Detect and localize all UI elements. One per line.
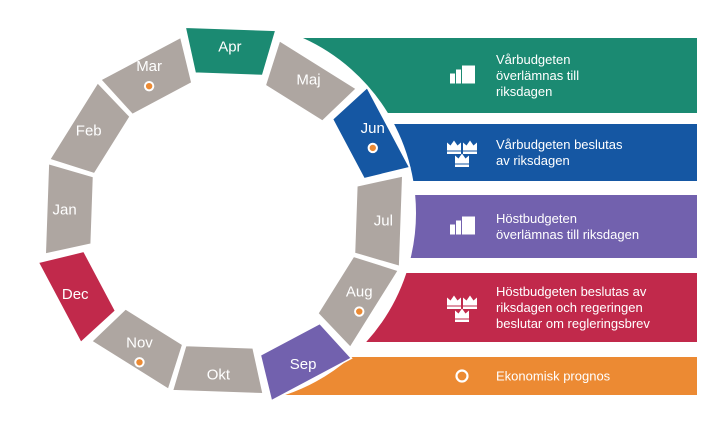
legend-text: av riksdagen: [496, 153, 570, 168]
crown-icon: [463, 295, 477, 309]
legend-text: Vårbudgeten beslutas: [496, 137, 623, 152]
crown-icon: [447, 295, 461, 309]
month-label: Feb: [76, 122, 102, 139]
month-segment: Jul: [353, 174, 404, 268]
legend-text: beslutar om regleringsbrev: [496, 316, 650, 331]
legend-text: Ekonomisk prognos: [496, 369, 611, 384]
month-segment: Aug: [316, 255, 400, 349]
legend-text: riksdagen och regeringen: [496, 300, 643, 315]
month-segment: Sep: [259, 322, 353, 402]
crown-icon: [455, 153, 469, 167]
month-label: Apr: [218, 39, 241, 56]
dot-icon: [455, 369, 469, 383]
legend-text: överlämnas till: [496, 68, 579, 83]
month-segment: Okt: [171, 344, 265, 395]
crown-icon: [463, 140, 477, 154]
crown-icon: [455, 308, 469, 322]
documents-icon: [450, 216, 475, 235]
month-segment: Nov: [90, 307, 184, 391]
month-segment: Maj: [264, 39, 358, 123]
documents-icon: [450, 65, 475, 84]
month-label: Jan: [53, 201, 77, 218]
legend-text: Höstbudgeten beslutas av: [496, 284, 647, 299]
legend-bar: [394, 124, 697, 181]
legend-bar: [302, 38, 697, 113]
legend-text: riksdagen: [496, 84, 552, 99]
month-label: Aug: [346, 284, 373, 301]
prognosis-dot-icon: [367, 142, 378, 154]
month-segment: Feb: [48, 81, 132, 175]
month-label: Mar: [136, 58, 162, 75]
prognosis-dot-icon: [354, 306, 365, 317]
legend-text: Höstbudgeten: [496, 211, 577, 226]
month-segment: Jun: [331, 86, 411, 180]
month-segment: Apr: [184, 26, 277, 77]
month-label: Jul: [374, 213, 393, 230]
month-label: Sep: [290, 356, 317, 373]
month-segment: Mar: [99, 36, 193, 116]
legend-text: överlämnas till riksdagen: [496, 227, 639, 242]
month-label: Jun: [361, 120, 385, 137]
prognosis-dot-icon: [143, 80, 155, 92]
month-segment: Dec: [37, 250, 117, 344]
legend-item: Ekonomisk prognos: [285, 357, 697, 395]
month-label: Nov: [126, 334, 153, 351]
month-label: Dec: [62, 286, 89, 303]
legend-text: Vårbudgeten: [496, 52, 570, 67]
crown-icon: [447, 140, 461, 154]
three-crowns-icon: [447, 140, 477, 167]
legend-bar: [285, 357, 697, 395]
month-segment: Jan: [44, 162, 95, 256]
three-crowns-icon: [447, 295, 477, 322]
prognosis-dot-icon: [134, 357, 145, 368]
legend-bar: [410, 195, 697, 258]
month-label: Okt: [207, 366, 231, 383]
month-label: Maj: [296, 72, 320, 89]
legend-bar: [366, 273, 697, 342]
